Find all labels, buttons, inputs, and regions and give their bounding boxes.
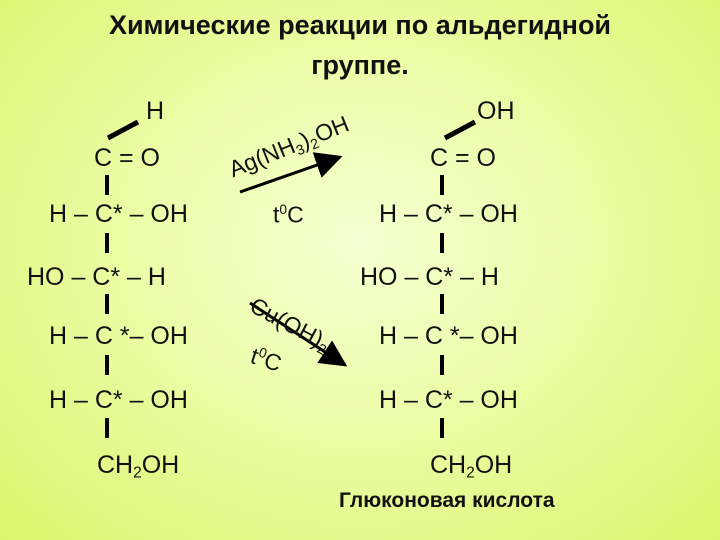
right-bond-4 [440, 355, 444, 375]
left-bond-4 [105, 355, 109, 375]
right-row-4: H – C* – OH [379, 386, 518, 414]
left-row-2: HO – C* – H [27, 263, 166, 291]
left-bond-2 [105, 233, 109, 253]
right-ch2oh: CH2OH [430, 451, 513, 482]
page-title-line2: группе. [311, 50, 409, 80]
right-row-3: H – C *– OH [379, 322, 518, 350]
left-carbonyl: C = O [94, 144, 160, 172]
left-ch2oh: CH2OH [97, 451, 180, 482]
arrow-tollens [239, 152, 343, 194]
right-row-1: H – C* – OH [379, 200, 518, 228]
right-bond-1 [440, 175, 444, 195]
right-bond-diagonal [443, 119, 477, 141]
product-caption: Глюконовая кислота [339, 489, 555, 512]
left-row-4: H – C* – OH [49, 386, 188, 414]
left-bond-3 [105, 294, 109, 314]
right-row-2: HO – C* – H [360, 263, 499, 291]
right-bond-2 [440, 233, 444, 253]
left-bond-diagonal [106, 119, 140, 141]
right-carbonyl: C = O [430, 144, 496, 172]
right-bond-5 [440, 418, 444, 438]
page-title-line1: Химические реакции по альдегидной [108, 10, 612, 40]
right-acid-oh: OH [477, 97, 515, 125]
left-row-1: H – C* – OH [49, 200, 188, 228]
left-row-3: H – C *– OH [49, 322, 188, 350]
left-aldehyde-h: H [146, 97, 165, 125]
left-bond-5 [105, 418, 109, 438]
reagent-tollens-temperature: t0C [273, 201, 304, 228]
right-bond-3 [440, 294, 444, 314]
left-bond-1 [105, 175, 109, 195]
arrow-copper [249, 301, 348, 367]
